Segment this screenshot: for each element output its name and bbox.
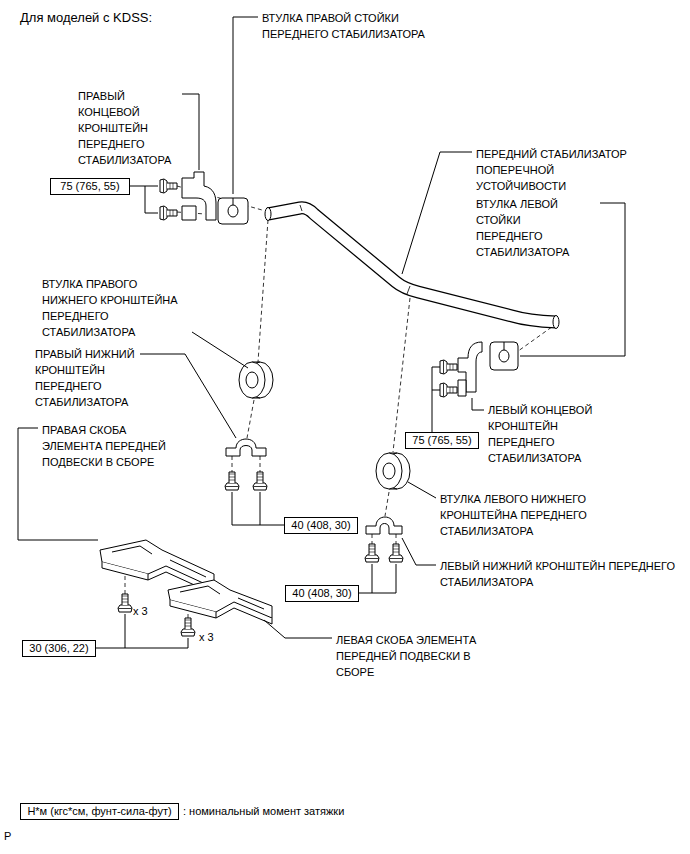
- alignment-line: [258, 220, 268, 362]
- bushing-slit: [233, 198, 234, 205]
- part-label: ПРАВАЯ СКОБА ЭЛЕМЕНТА ПЕРЕДНЕЙ ПОДВЕСКИ …: [42, 422, 168, 470]
- bolt: [160, 179, 177, 193]
- plate-rib: [180, 586, 264, 609]
- part-label: ЛЕВЫЙ НИЖНИЙ КРОНШТЕЙН ПЕРЕДНЕГО СТАБИЛИ…: [440, 558, 678, 590]
- right-lower-bracket: [226, 439, 266, 456]
- torque-leader: [130, 186, 158, 213]
- alignment-line: [393, 298, 410, 452]
- bushing-hole: [228, 205, 238, 217]
- bar-mark: [300, 205, 410, 294]
- bushing-front: [376, 453, 402, 489]
- bolt: [118, 594, 132, 612]
- leader-lines: [18, 17, 625, 648]
- note-label: : номинальный момент затяжки: [183, 803, 344, 819]
- note-label: x 3: [199, 629, 214, 645]
- left-end-bracket: [458, 342, 482, 396]
- part-label: ПРАВЫЙ НИЖНИЙ КРОНШТЕЙН ПЕРЕДНЕГО СТАБИЛ…: [35, 346, 137, 410]
- torque-box: 30 (306, 22): [22, 640, 96, 657]
- torque-box: Н*м (кгс*см, фунт-сила-фут): [20, 803, 179, 820]
- bolt: [181, 618, 195, 636]
- right-stay-bushing: [218, 198, 248, 224]
- plate: [168, 580, 272, 618]
- leader-line: [402, 152, 472, 274]
- torque-value: 30 (306, 22): [29, 642, 88, 654]
- bushing-front: [239, 362, 265, 398]
- alignment-line: [372, 534, 396, 544]
- alignment-line: [232, 456, 260, 472]
- right-lower-bushing: [239, 362, 273, 398]
- torque-value: 75 (765, 55): [412, 434, 471, 446]
- bushing-body: [218, 198, 248, 224]
- torque-box: 40 (408, 30): [285, 585, 359, 602]
- bar-end: [265, 208, 271, 221]
- part-label: ВТУЛКА ПРАВОЙ СТОЙКИ ПЕРЕДНЕГО СТАБИЛИЗА…: [262, 10, 427, 42]
- leader-line: [408, 482, 436, 498]
- alignment-line: [247, 400, 254, 438]
- part-label: ВТУЛКА ЛЕВОГО НИЖНЕГО КРОНШТЕЙНА ПЕРЕДНЕ…: [440, 491, 589, 539]
- bracket-body: [366, 517, 402, 534]
- leader-line: [182, 94, 199, 170]
- bolt: [440, 383, 457, 397]
- torque-box: 75 (765, 55): [405, 432, 479, 449]
- plate-rib: [112, 546, 206, 577]
- torque-box: 75 (765, 55): [50, 178, 130, 195]
- bracket-body: [182, 172, 216, 220]
- left-lower-bracket: [366, 517, 402, 534]
- left-lower-bushing: [376, 453, 410, 489]
- torque-leader: [232, 492, 284, 525]
- right-end-bracket: [182, 172, 216, 220]
- bolt: [389, 544, 403, 562]
- bushing-body: [490, 342, 518, 370]
- torque-leader: [92, 614, 188, 648]
- part-label: ЛЕВАЯ СКОБА ЭЛЕМЕНТА ПЕРЕДНЕЙ ПОДВЕСКИ В…: [336, 632, 479, 680]
- alignment-line: [385, 492, 389, 516]
- bolt: [253, 472, 267, 490]
- bushing-slit: [504, 342, 505, 350]
- torque-leader: [432, 367, 440, 432]
- torque-value: 40 (408, 30): [291, 519, 350, 531]
- torque-value: 40 (408, 30): [292, 587, 351, 599]
- leader-line: [472, 398, 484, 410]
- bolt: [160, 206, 177, 220]
- bar-end: [553, 316, 559, 329]
- bolt: [225, 472, 239, 490]
- bushing-hole: [246, 372, 258, 388]
- bracket-body: [226, 439, 266, 456]
- leader-line: [233, 17, 258, 194]
- bushing-hole: [383, 463, 395, 479]
- torque-value: Н*м (кгс*см, фунт-сила-фут): [27, 805, 171, 817]
- leader-line: [264, 620, 332, 638]
- leader-line: [192, 332, 248, 368]
- part-label: ПЕРЕДНИЙ СТАБИЛИЗАТОР ПОПЕРЕЧНОЙ УСТОЙЧИ…: [476, 146, 629, 194]
- part-label: ЛЕВЫЙ КОНЦЕВОЙ КРОНШТЕЙН ПЕРЕДНЕГО СТАБИ…: [488, 402, 595, 466]
- alignment-line: [514, 324, 556, 354]
- note-label: P: [4, 828, 11, 844]
- diagram-title: Для моделей с KDSS:: [20, 10, 152, 26]
- torque-box: 40 (408, 30): [284, 517, 358, 534]
- part-label: ВТУЛКА ЛЕВОЙ СТОЙКИ ПЕРЕДНЕГО СТАБИЛИЗАТ…: [476, 196, 572, 260]
- part-label: ВТУЛКА ПРАВОГО НИЖНЕГО КРОНШТЕЙНА ПЕРЕДН…: [42, 276, 180, 340]
- left-suspension-bracket: [168, 580, 272, 624]
- torque-leader: [356, 564, 396, 593]
- bracket-tab: [458, 380, 466, 396]
- bolt: [365, 544, 379, 562]
- leader-line: [402, 538, 436, 565]
- bolt: [440, 360, 457, 374]
- part-label: ПРАВЫЙ КОНЦЕВОЙ КРОНШТЕЙН ПЕРЕДНЕГО СТАБ…: [78, 88, 174, 168]
- note-label: x 3: [133, 603, 148, 619]
- bracket-tab: [182, 206, 196, 220]
- left-stay-bushing: [490, 342, 518, 370]
- bushing-hole: [499, 350, 509, 362]
- torque-value: 75 (765, 55): [60, 180, 119, 192]
